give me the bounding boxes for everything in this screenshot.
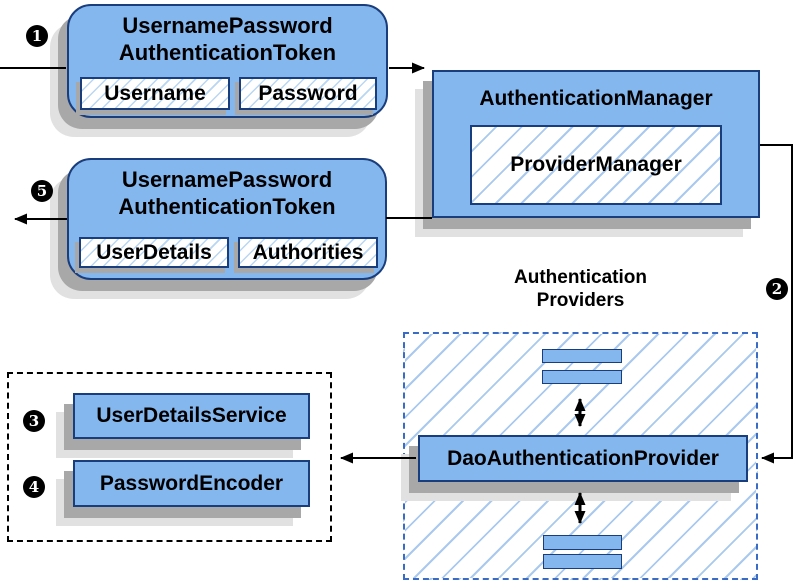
authentication-providers-label-line1: Authentication (514, 267, 647, 288)
step-3-badge: 3 (23, 410, 45, 432)
beans-group-container (7, 372, 332, 542)
request-token-title-line1: UsernamePassword (122, 13, 333, 38)
password-encoder-node: PasswordEncoder (73, 460, 310, 507)
request-token-title-line2: AuthenticationToken (118, 40, 337, 65)
provider-stack-bar-top-2 (542, 370, 622, 384)
result-token-title: UsernamePassword AuthenticationToken (69, 160, 385, 220)
dao-authentication-provider-node: DaoAuthenticationProvider (418, 435, 748, 482)
arrow-manager-to-dao-provider (760, 144, 793, 464)
provider-manager-box: ProviderManager (470, 125, 722, 205)
provider-stack-bar-bottom-2 (543, 554, 622, 569)
result-token-node: UsernamePassword AuthenticationToken Use… (67, 158, 387, 280)
step-5-badge: 5 (31, 180, 53, 202)
password-field: Password (239, 77, 377, 110)
authentication-providers-label: Authentication Providers (468, 266, 693, 312)
authentication-providers-label-line2: Providers (536, 290, 625, 311)
authentication-manager-node: AuthenticationManager ProviderManager (432, 70, 760, 218)
request-token-node: UsernamePassword AuthenticationToken Use… (67, 4, 388, 118)
username-field: Username (80, 77, 230, 110)
authentication-manager-title: AuthenticationManager (479, 87, 713, 110)
provider-stack-bar-top-1 (542, 349, 622, 363)
step-2-badge: 2 (766, 278, 788, 300)
userdetails-field: UserDetails (79, 237, 229, 268)
request-token-title: UsernamePassword AuthenticationToken (69, 6, 386, 66)
step-1-badge: 1 (26, 25, 48, 47)
user-details-service-node: UserDetailsService (73, 393, 310, 439)
authorities-field: Authorities (238, 237, 378, 268)
result-token-title-line2: AuthenticationToken (118, 194, 336, 219)
step-4-badge: 4 (23, 476, 45, 498)
result-token-title-line1: UsernamePassword (121, 167, 333, 192)
provider-stack-bar-bottom-1 (543, 535, 622, 550)
